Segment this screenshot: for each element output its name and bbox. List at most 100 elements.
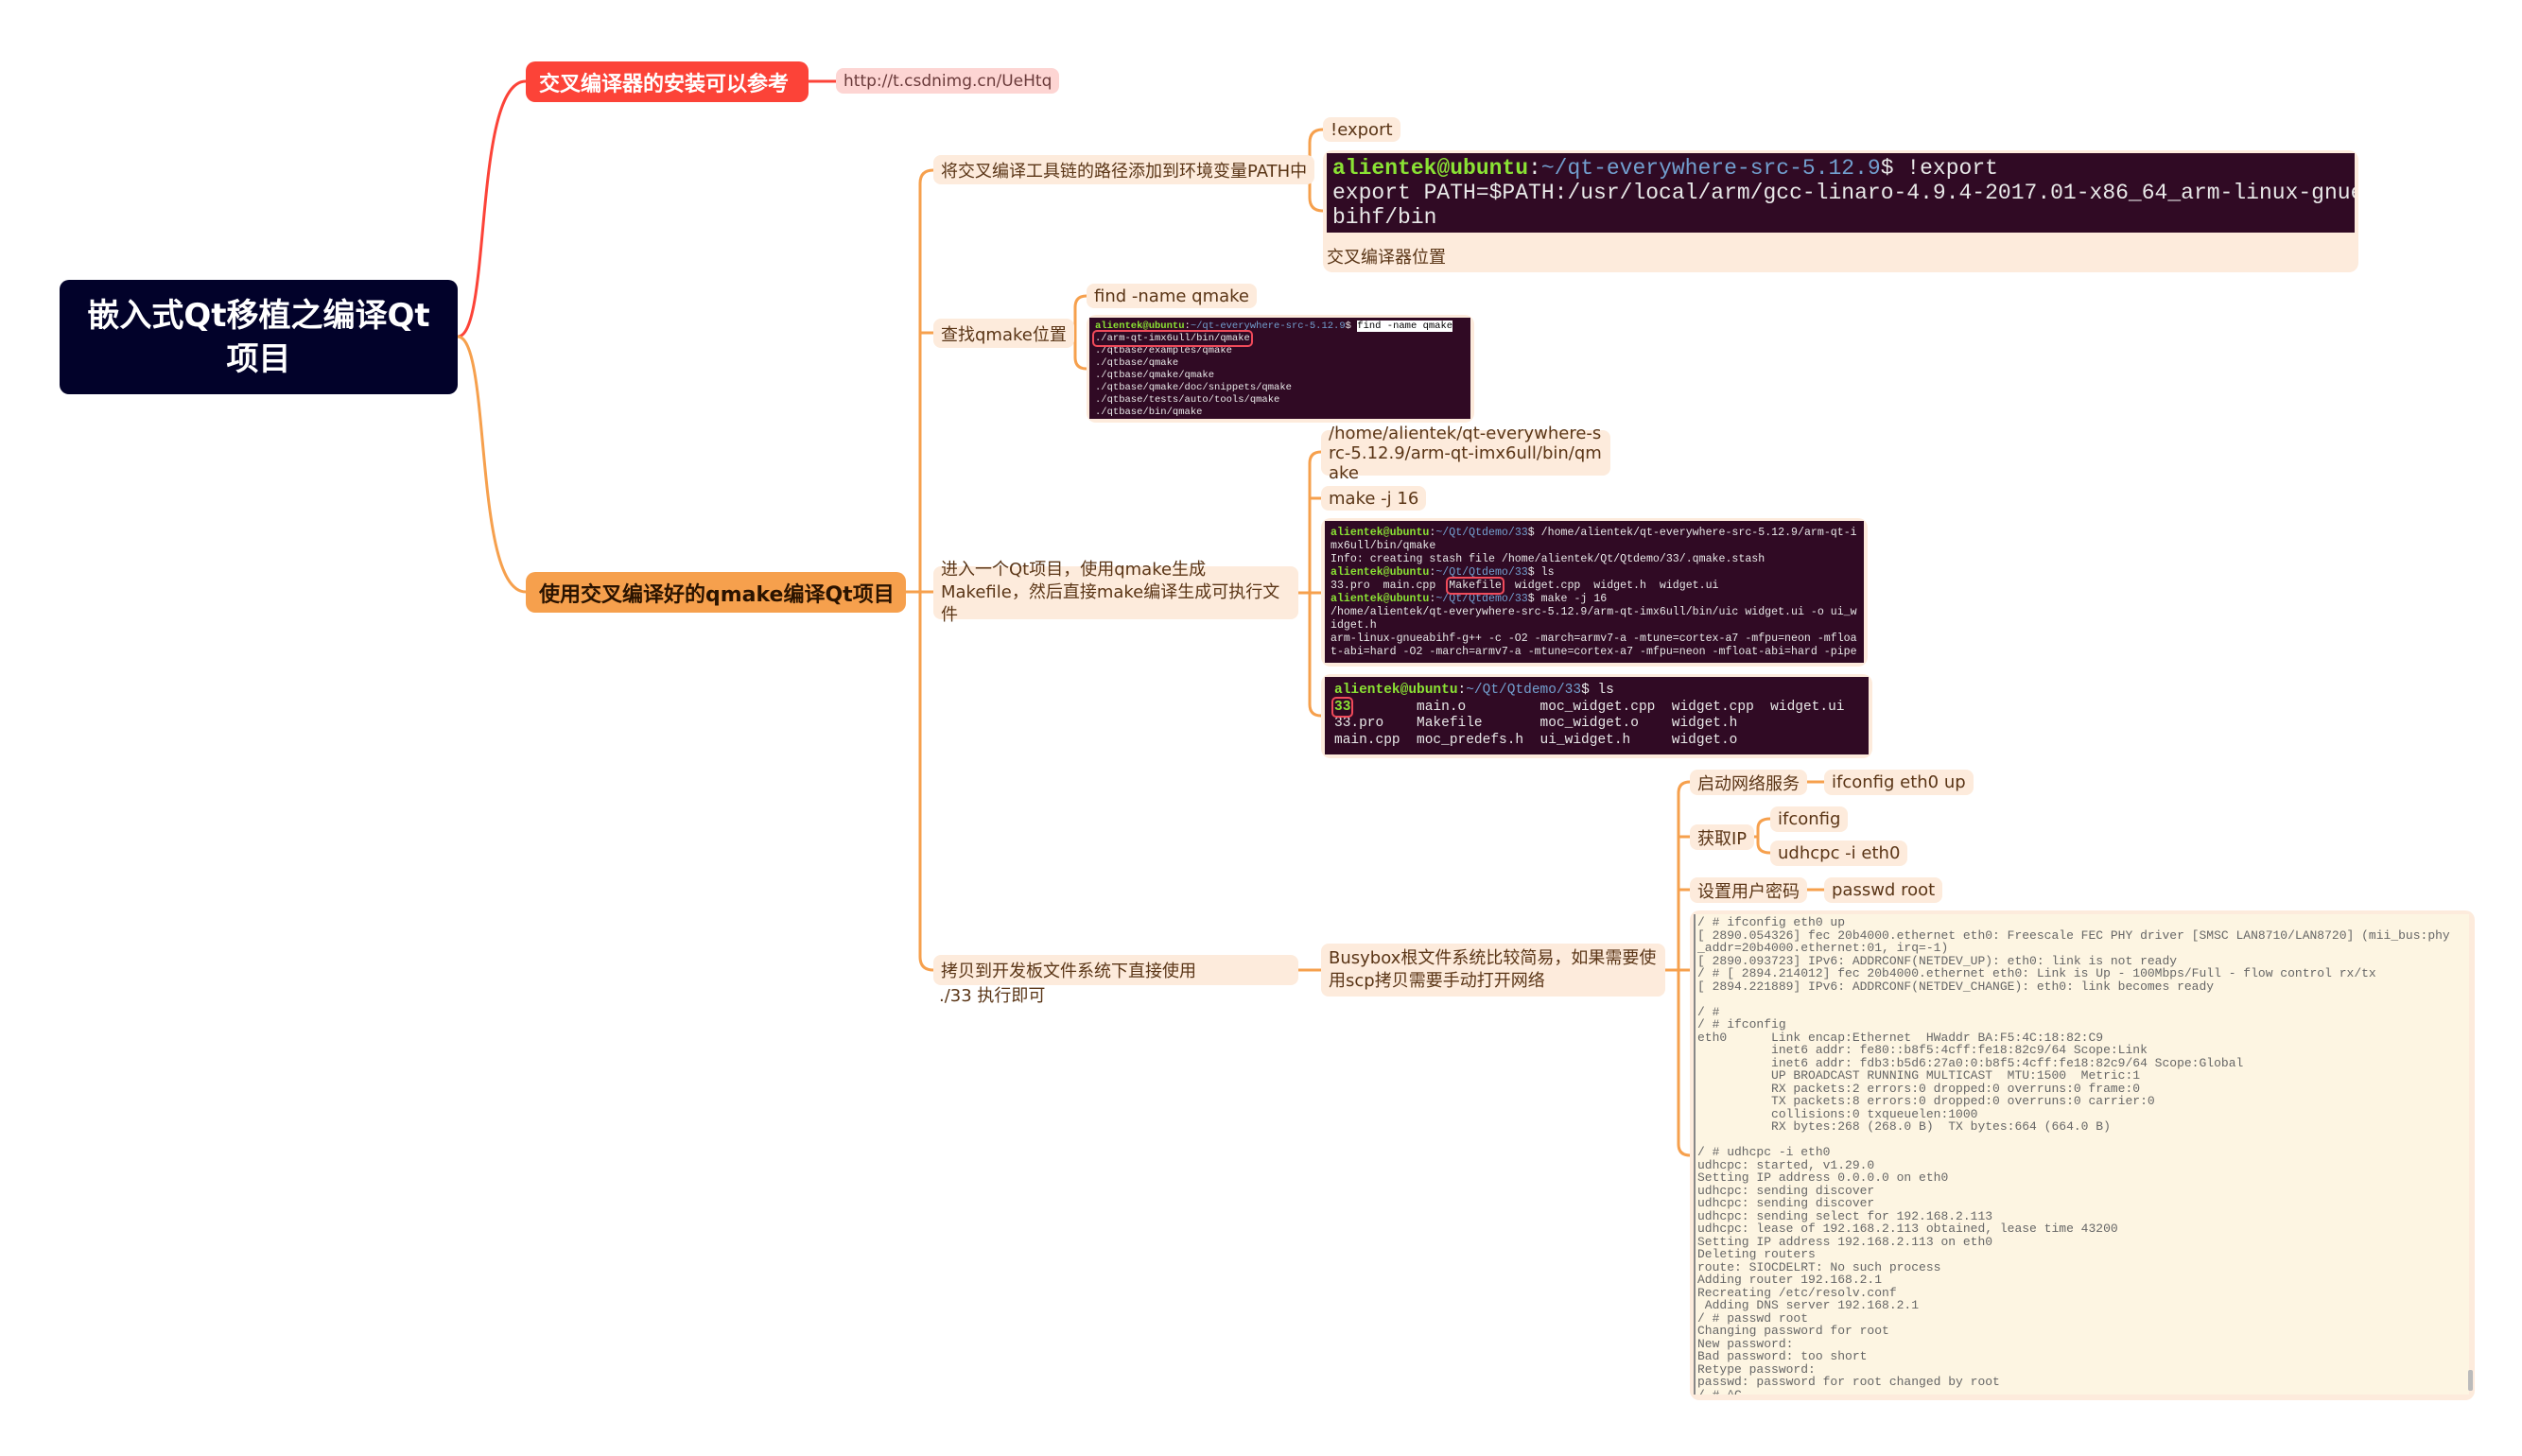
terminal-line: ./qtbase/qmake/qmake (1095, 370, 1465, 382)
subtopic-get-ip[interactable]: 获取IP (1690, 824, 1755, 850)
subtopic-label: /home/alientek/qt-everywhere-src-5.12.9/… (1329, 423, 1602, 483)
subtopic-label: ifconfig eth0 up (1832, 772, 1966, 792)
root-topic[interactable]: 嵌入式Qt移植之编译Qt项目 (60, 280, 458, 394)
log-line: [ 2894.221889] IPv6: ADDRCONF(NETDEV_CHA… (1697, 979, 2215, 994)
subtopic-label: 获取IP (1697, 828, 1748, 849)
prompt-path: ~/Qt/Qtdemo/33 (1466, 683, 1582, 698)
terminal-text: : (1528, 156, 1541, 181)
compiler-location-caption: 交叉编译器位置 (1327, 248, 1446, 268)
terminal-text: $ make -j 16 (1527, 593, 1608, 605)
subtopic-export-cmd[interactable]: !export (1323, 117, 1400, 142)
log-line: udhcpc: sending select for 192.168.2.113 (1697, 1208, 1993, 1223)
terminal-find: alientek@ubuntu:~/qt-everywhere-src-5.12… (1089, 318, 1470, 419)
subtopic-label: 进入一个Qt项目，使用qmake生成Makefile，然后直接make编译生成可… (941, 560, 1280, 625)
terminal-text: idget.h (1331, 619, 1377, 632)
subtopic-qmake-make[interactable]: 进入一个Qt项目，使用qmake生成Makefile，然后直接make编译生成可… (933, 560, 1298, 625)
terminal-text: : (1184, 321, 1191, 332)
log-line: udhcpc: lease of 192.168.2.113 obtained,… (1697, 1222, 2118, 1236)
terminal-line: alientek@ubuntu:~/qt-everywhere-src-5.12… (1095, 321, 1465, 333)
terminal-line: 33.pro Makefile moc_widget.o widget.h (1334, 716, 1859, 733)
log-line: inet6 addr: fe80::b8f5:4cff:fe18:82c9/64… (1697, 1043, 2148, 1057)
terminal-text: /home/alientek/qt-everywhere-src-5.12.9/… (1331, 606, 1857, 618)
reference-link[interactable]: http://t.csdnimg.cn/UeHtq (836, 68, 1060, 94)
subtopic-busybox-network[interactable]: Busybox根文件系统比较简易，如果需要使用scp拷贝需要手动打开网络 (1321, 944, 1665, 997)
log-line: passwd: password for root changed by roo… (1697, 1375, 2000, 1389)
log-line: / # (1697, 1004, 1720, 1019)
log-line: udhcpc: started, v1.29.0 (1697, 1157, 1875, 1172)
highlighted-text: 33 (1331, 696, 1354, 718)
terminal-line: ./qtbase/bin/qmake (1095, 407, 1465, 419)
terminal-text: ./qtbase/tests/auto/tools/qmake (1095, 394, 1280, 406)
prompt-user: alientek@ubuntu (1334, 683, 1458, 698)
subtopic-set-password[interactable]: 设置用户密码 (1690, 877, 1807, 903)
terminal-text: : (1429, 566, 1436, 579)
cmd-ifconfig-up[interactable]: ifconfig eth0 up (1824, 770, 1974, 795)
log-line: udhcpc: sending discover (1697, 1196, 1875, 1210)
log-line: Deleting routers (1697, 1247, 1816, 1261)
subtopic-label: 查找qmake位置 (941, 324, 1067, 345)
topic-compile-with-qmake[interactable]: 使用交叉编译好的qmake编译Qt项目 (526, 572, 906, 613)
prompt-user: alientek@ubuntu (1095, 321, 1185, 332)
log-line: [ 2890.054326] fec 20b4000.ethernet eth0… (1697, 927, 2450, 943)
prompt-path: ~/Qt/Qtdemo/33 (1435, 527, 1528, 539)
terminal-text: $ !export (1880, 156, 1998, 181)
terminal-text: main.o moc_widget.cpp widget.cpp widget.… (1350, 699, 1845, 715)
subtopic-add-path[interactable]: 将交叉编译工具链的路径添加到环境变量PATH中 (933, 155, 1315, 184)
reference-url[interactable]: http://t.csdnimg.cn/UeHtq (844, 71, 1052, 91)
terminal-text: $ (1345, 321, 1358, 332)
subtopic-label: find -name qmake (1094, 286, 1250, 306)
terminal-export: alientek@ubuntu:~/qt-everywhere-src-5.12… (1327, 153, 2355, 233)
terminal-line: Info: creating stash file /home/alientek… (1331, 553, 1858, 566)
log-line: Changing password for root (1697, 1324, 1889, 1338)
terminal-line: ./arm-qt-imx6ull/bin/qmake (1092, 330, 1465, 347)
terminal-text: : (1429, 593, 1436, 605)
console-log-node[interactable]: / # ifconfig eth0 up[ 2890.054326] fec 2… (1690, 910, 2475, 1400)
terminal-text: 33.pro main.cpp (1331, 580, 1450, 592)
terminal-line: alientek@ubuntu:~/qt-everywhere-src-5.12… (1332, 156, 2349, 181)
find-screenshot-node[interactable]: alientek@ubuntu:~/qt-everywhere-src-5.12… (1087, 315, 1474, 423)
subtopic-label: udhcpc -i eth0 (1778, 843, 1901, 863)
terminal-line: t-abi=hard -O2 -march=armv7-a -mtune=cor… (1331, 646, 1858, 659)
terminal-line: 33.pro main.cpp Makefile widget.cpp widg… (1331, 577, 1858, 595)
log-line: UP BROADCAST RUNNING MULTICAST MTU:1500 … (1697, 1068, 2141, 1083)
terminal-text: ./qtbase/bin/qmake (1095, 407, 1203, 418)
log-line: / # ^C (1697, 1387, 1742, 1395)
cmd-ifconfig[interactable]: ifconfig (1770, 806, 1849, 832)
log-line: Adding router 192.168.2.1 (1697, 1273, 1883, 1287)
terminal-text: ./qtbase/qmake/qmake (1095, 370, 1215, 381)
subtopic-copy-to-board[interactable]: 拷贝到开发板文件系统下直接使用 (933, 955, 1298, 985)
console-scrollbar[interactable] (2468, 1370, 2473, 1391)
root-title: 嵌入式Qt移植之编译Qt项目 (87, 296, 430, 378)
log-line: / # ifconfig eth0 up (1697, 915, 1846, 929)
terminal-text: widget.cpp widget.h widget.ui (1501, 580, 1719, 592)
log-line: Setting IP address 192.168.2.113 on eth0 (1697, 1234, 1993, 1249)
log-line: New password: (1697, 1336, 1794, 1351)
make-screenshot-node[interactable]: alientek@ubuntu:~/Qt/Qtdemo/33$ /home/al… (1321, 518, 1868, 667)
subtopic-start-network[interactable]: 启动网络服务 (1690, 770, 1807, 795)
prompt-path: ~/Qt/Qtdemo/33 (1435, 593, 1528, 605)
terminal-text: bihf/bin (1332, 205, 1437, 230)
console-log[interactable]: / # ifconfig eth0 up[ 2890.054326] fec 2… (1694, 914, 2469, 1395)
terminal-line: mx6ull/bin/qmake (1331, 540, 1858, 553)
subtopic-find-cmd[interactable]: find -name qmake (1087, 284, 1258, 308)
terminal-line: arm-linux-gnueabihf-g++ -c -O2 -march=ar… (1331, 633, 1858, 646)
export-screenshot-node[interactable]: alientek@ubuntu:~/qt-everywhere-src-5.12… (1323, 150, 2358, 272)
subtopic-label: !export (1331, 119, 1393, 140)
topic-cross-compiler-reference[interactable]: 交叉编译器的安装可以参考 (526, 61, 809, 102)
log-line: collisions:0 txqueuelen:1000 (1697, 1106, 1978, 1121)
prompt-path: ~/Qt/Qtdemo/33 (1435, 566, 1528, 579)
subtopic-make-cmd[interactable]: make -j 16 (1321, 486, 1427, 511)
subtopic-label: make -j 16 (1329, 488, 1419, 509)
prompt-user: alientek@ubuntu (1331, 527, 1430, 539)
terminal-line: alientek@ubuntu:~/Qt/Qtdemo/33$ /home/al… (1331, 527, 1858, 540)
cmd-udhcpc[interactable]: udhcpc -i eth0 (1770, 841, 1908, 866)
log-line (1697, 993, 2467, 1006)
subtopic-find-qmake[interactable]: 查找qmake位置 (933, 319, 1074, 348)
cmd-passwd[interactable]: passwd root (1824, 877, 1943, 903)
terminal-text: t-abi=hard -O2 -march=armv7-a -mtune=cor… (1331, 646, 1857, 658)
log-line: / # [ 2894.214012] fec 20b4000.ethernet … (1697, 966, 2376, 980)
subtopic-qmake-path[interactable]: /home/alientek/qt-everywhere-src-5.12.9/… (1321, 424, 1610, 483)
